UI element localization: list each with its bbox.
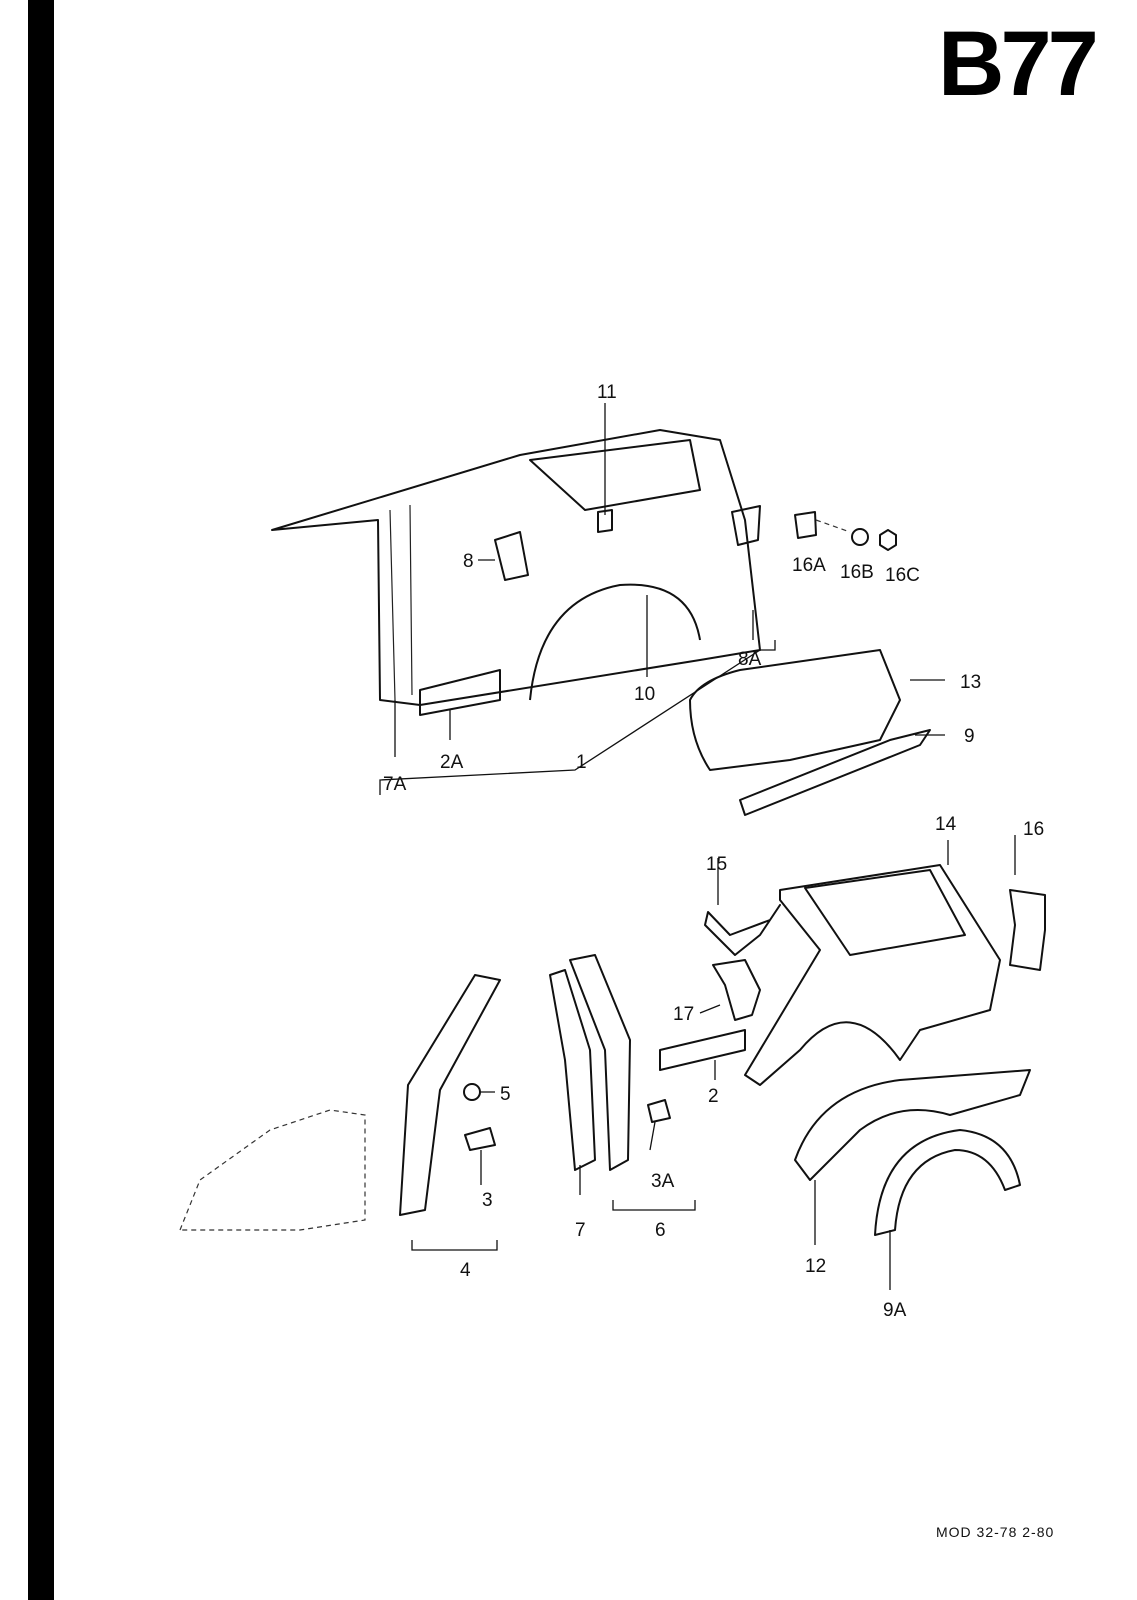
bracket-3A: [647, 1099, 671, 1123]
pillar-4: [399, 974, 501, 1216]
reinforcement-2: [659, 1029, 746, 1071]
label-11: 11: [597, 382, 617, 403]
label-12: 12: [805, 1256, 826, 1277]
fastener-group-16: [794, 511, 897, 551]
quarter-panel: [744, 864, 1001, 1086]
label-9: 9: [964, 726, 975, 747]
leader-lines: [379, 403, 1016, 1290]
side-panel-assembly: [271, 429, 761, 716]
label-8A: 8A: [738, 649, 762, 670]
label-17: 17: [673, 1004, 694, 1025]
label-15: 15: [706, 854, 727, 875]
label-16B: 16B: [840, 562, 874, 583]
pillar-6: [569, 954, 631, 1171]
label-14: 14: [935, 814, 957, 835]
label-4: 4: [460, 1260, 471, 1281]
label-16C: 16C: [885, 565, 920, 586]
label-3: 3: [482, 1190, 493, 1211]
label-3A: 3A: [651, 1171, 675, 1192]
label-16A: 16A: [792, 555, 826, 576]
label-6: 6: [655, 1220, 666, 1241]
wheelhouse-12: [794, 1069, 1031, 1181]
label-8: 8: [463, 551, 474, 572]
label-7: 7: [575, 1220, 586, 1241]
grommet-5: [463, 1083, 481, 1101]
label-2A: 2A: [440, 752, 464, 773]
page-binding-edge: [28, 0, 54, 1600]
pillar-7: [549, 969, 596, 1171]
wheelhouse-inner: [689, 649, 931, 816]
page-code: B77: [938, 13, 1099, 115]
label-9A: 9A: [883, 1300, 907, 1321]
phantom-front-fender: [179, 1109, 366, 1231]
label-5: 5: [500, 1084, 511, 1105]
label-13: 13: [960, 672, 981, 693]
label-1: 1: [576, 752, 587, 773]
bracket-15: [704, 904, 781, 956]
label-2: 2: [708, 1086, 719, 1107]
label-10: 10: [634, 684, 655, 705]
bracket-3: [464, 1127, 496, 1151]
bracket-17: [712, 959, 761, 1021]
label-7A: 7A: [383, 774, 407, 795]
label-16: 16: [1023, 819, 1044, 840]
rear-corner-bracket: [1009, 889, 1046, 971]
wheel-arch-9A: [874, 1129, 1021, 1236]
model-date-code: MOD 32-78 2-80: [936, 1524, 1055, 1540]
